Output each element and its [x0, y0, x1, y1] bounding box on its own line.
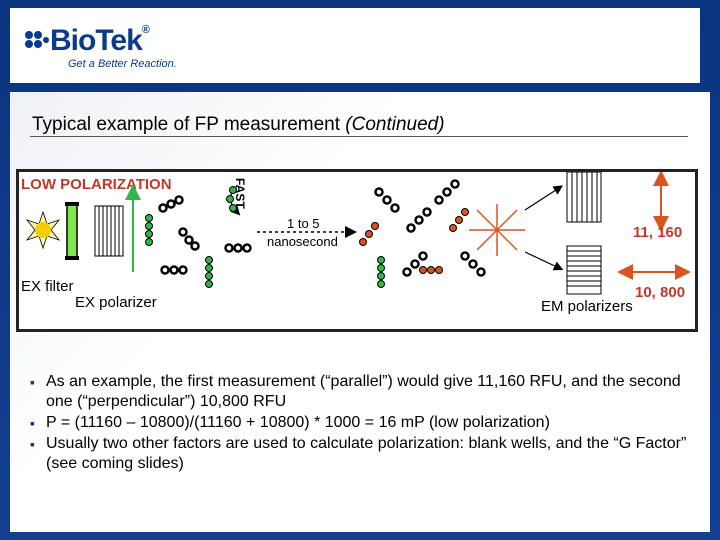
brand-tagline: Get a Better Reaction.	[68, 58, 177, 70]
emission-burst-icon	[469, 204, 525, 256]
title-rule	[30, 136, 688, 137]
light-source-icon	[25, 210, 61, 250]
time-label-range: 1 to 5	[287, 216, 320, 231]
bullet-item: P = (11160 – 10800)/(11160 + 10800) * 10…	[30, 413, 690, 433]
brand-logo-text: BioTek®	[50, 24, 150, 57]
perpendicular-reading: 10, 800	[635, 284, 686, 301]
fp-diagram: LOW POLARIZATION FAST	[16, 169, 698, 332]
bullet-item: As an example, the first measurement (“p…	[30, 372, 690, 412]
ex-filter-label: EX filter	[21, 278, 74, 295]
em-polarizer-horizontal-icon	[566, 245, 602, 295]
ex-filter-icon	[66, 203, 78, 259]
diagram-graphics	[25, 172, 691, 295]
ex-polarizer-label: EX polarizer	[75, 294, 157, 311]
slide-title: Typical example of FP measurement (Conti…	[32, 114, 445, 135]
header: BioTek® Get a Better Reaction.	[10, 8, 700, 83]
em-polarizer-vertical-icon	[566, 172, 602, 223]
bullet-list: As an example, the first measurement (“p…	[30, 372, 690, 475]
time-label-unit: nanosecond	[267, 234, 338, 249]
bullet-item: Usually two other factors are used to ca…	[30, 434, 690, 474]
ex-polarizer-icon	[94, 205, 124, 257]
slide-content: Typical example of FP measurement (Conti…	[10, 92, 710, 532]
molecule-cluster-icon	[158, 179, 486, 277]
biotek-logo-icon	[25, 31, 49, 48]
parallel-reading: 11, 160	[633, 224, 683, 241]
em-polarizers-label: EM polarizers	[541, 298, 633, 315]
